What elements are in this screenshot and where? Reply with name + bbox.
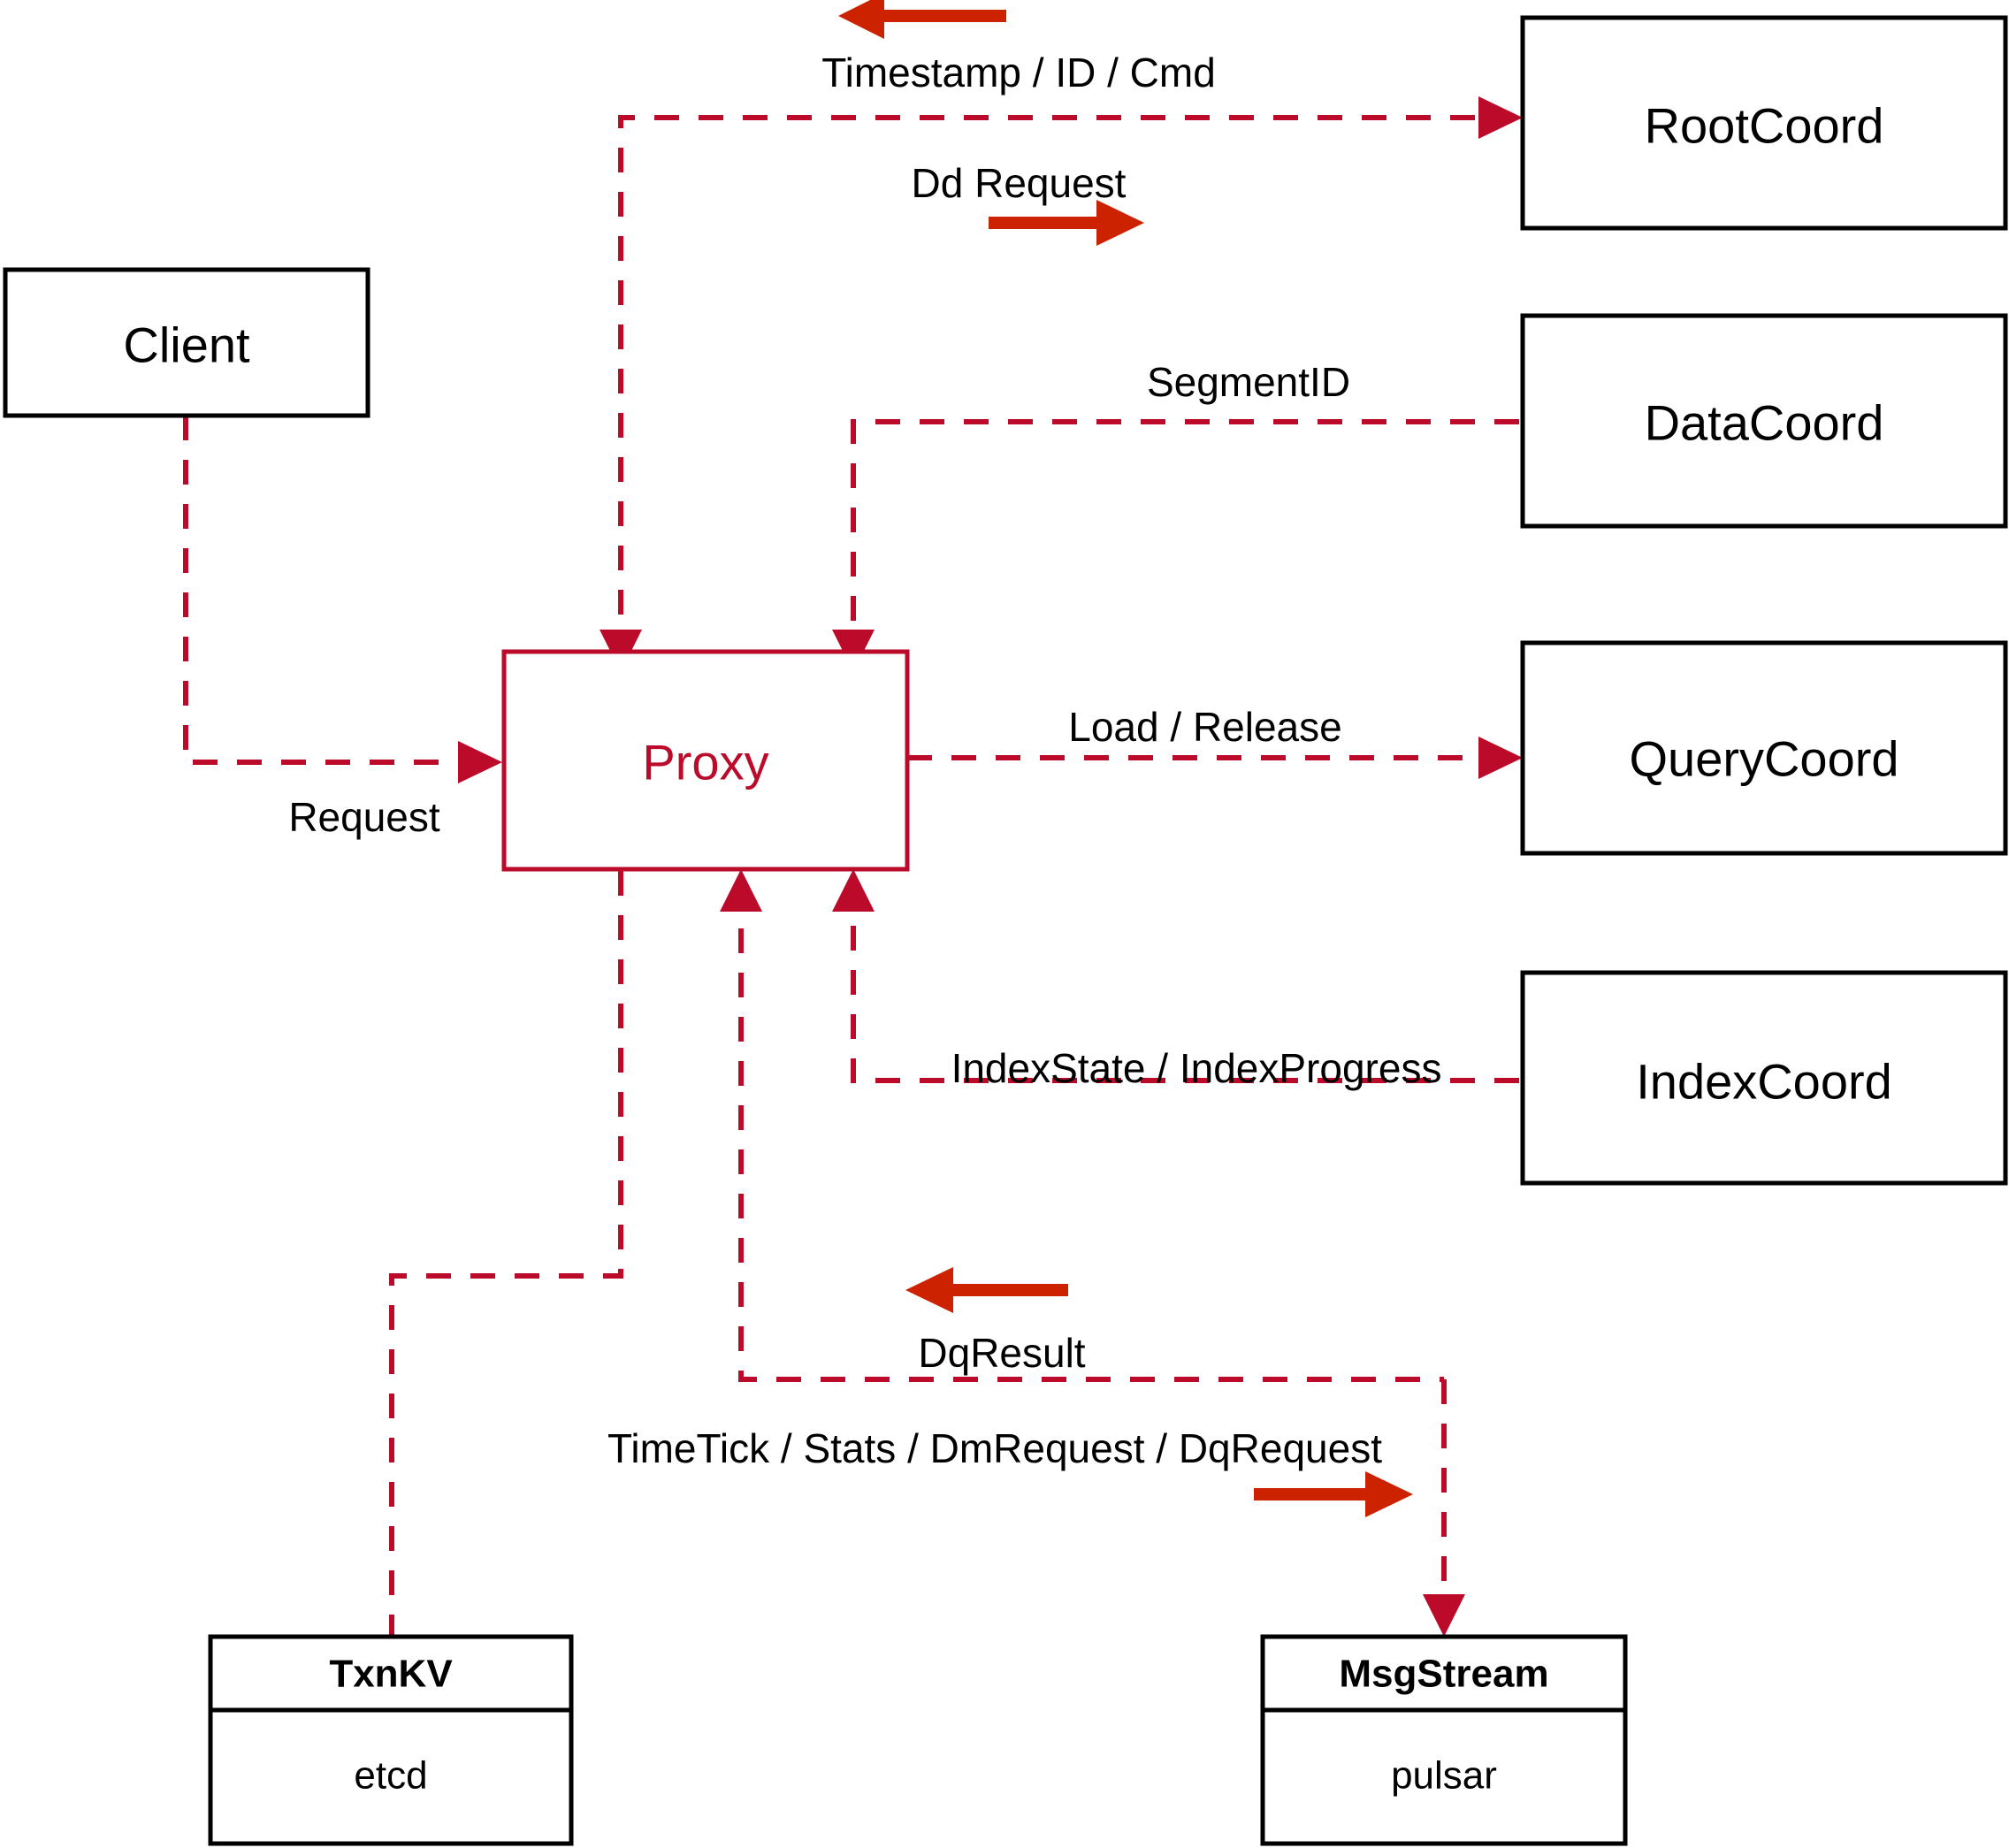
direction-arrow-timestamp [838,0,1006,39]
connector-msgstream [1423,1379,1465,1637]
connector-dqresult [720,869,1444,1382]
connector-querycoord [907,737,1523,779]
edge-label-timetick-stats: TimeTick / Stats / DmRequest / DqRequest [607,1425,1382,1471]
edge-label-request: Request [288,794,440,840]
direction-arrow-ddrequest [989,200,1144,246]
node-msgstream[interactable]: MsgStream pulsar [1260,1634,1628,1846]
direction-arrow-timetick [1254,1471,1413,1517]
connector-datacoord [832,419,1519,672]
node-rootcoord[interactable]: RootCoord [1520,15,2008,231]
node-client-label: Client [123,317,250,373]
node-indexcoord[interactable]: IndexCoord [1520,970,2008,1186]
direction-arrow-dqresult [905,1267,1068,1313]
node-proxy[interactable]: Proxy [501,649,910,872]
node-datacoord-label: DataCoord [1645,395,1884,451]
edge-label-index-state-progress: IndexState / IndexProgress [951,1045,1442,1091]
connector-txnkv [389,871,623,1637]
connector-client [183,416,502,783]
node-txnkv-label: TxnKV [329,1653,453,1696]
connector-indexcoord [832,869,1519,1083]
arrowhead-up-proxy-indexcoord [832,869,875,912]
arrowhead-right-proxy-client [458,741,502,783]
node-rootcoord-label: RootCoord [1645,98,1884,154]
arrowhead-right-rootcoord [1478,96,1523,139]
node-client[interactable]: Client [3,267,370,418]
edge-label-segment-id: SegmentID [1147,359,1350,405]
arrowhead-up-proxy-dqresult [720,869,762,912]
node-querycoord-label: QueryCoord [1629,731,1898,787]
edge-label-dd-request: Dd Request [912,160,1127,206]
node-msgstream-label: MsgStream [1339,1653,1548,1696]
node-txnkv-impl: etcd [354,1754,427,1798]
arrowhead-right-querycoord [1478,737,1523,779]
node-indexcoord-label: IndexCoord [1636,1054,1892,1110]
node-msgstream-impl: pulsar [1391,1754,1497,1798]
node-querycoord[interactable]: QueryCoord [1520,640,2008,856]
edge-label-dq-result: DqResult [918,1330,1085,1376]
node-datacoord[interactable]: DataCoord [1520,313,2008,529]
node-proxy-label: Proxy [642,735,768,790]
arrowhead-down-msgstream [1423,1594,1465,1637]
node-txnkv[interactable]: TxnKV etcd [208,1634,574,1846]
edge-label-timestamp-id-cmd: Timestamp / ID / Cmd [821,50,1216,95]
edge-label-load-release: Load / Release [1068,704,1341,750]
